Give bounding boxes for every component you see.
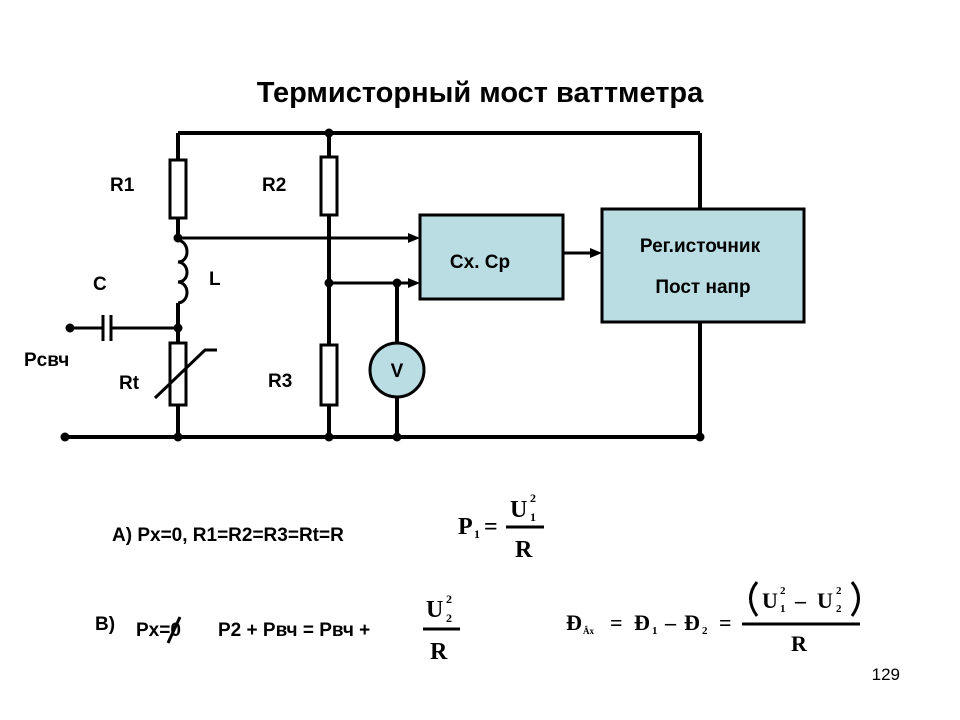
formula-c-eq1: = bbox=[610, 610, 623, 635]
formula-c-minus: – bbox=[664, 610, 677, 635]
junction-bottom-right bbox=[695, 432, 705, 442]
formula-b: В) Px=0 P2 + Pвч = Pвч + U 2 2 R bbox=[95, 592, 460, 665]
formula-a-num-sup: 2 bbox=[530, 491, 536, 505]
formula-c-t2-sub: 2 bbox=[702, 625, 708, 637]
formula-c-t1-sub: 1 bbox=[652, 625, 658, 637]
comparator-block bbox=[418, 213, 565, 301]
formula-b-num: U bbox=[426, 597, 443, 623]
arrow-lower bbox=[408, 278, 420, 288]
formula-a-eq: = bbox=[484, 514, 498, 540]
resistor-r1 bbox=[168, 158, 188, 220]
input-terminal-bottom bbox=[60, 432, 70, 442]
formula-a: А) Px=0, R1=R2=R3=Rt=R P 1 = U 2 1 R bbox=[112, 491, 544, 563]
formula-c-paren-right bbox=[850, 581, 860, 617]
formula-b-expr: P2 + Pвч = Pвч + bbox=[218, 620, 370, 641]
formula-c-t1: Ð bbox=[634, 610, 650, 635]
label-r1: R1 bbox=[110, 175, 135, 196]
regulator-label-line2: Пост напр bbox=[655, 277, 750, 298]
formula-a-num: U bbox=[510, 497, 527, 523]
regulator-block bbox=[600, 207, 806, 324]
input-terminal-top bbox=[65, 323, 75, 333]
junction-bottom-mid bbox=[324, 432, 334, 442]
resistor-r2 bbox=[319, 155, 339, 217]
junction-voltmeter-top bbox=[392, 278, 402, 288]
label-r2: R2 bbox=[262, 175, 286, 196]
comparator-label: Сх. Ср bbox=[450, 252, 510, 273]
formula-c-u2-sub: 2 bbox=[836, 603, 842, 615]
junction-mid bbox=[324, 278, 334, 288]
label-l: L bbox=[209, 269, 221, 290]
formula-b-label: В) bbox=[95, 614, 115, 635]
voltmeter-label: V bbox=[391, 361, 404, 382]
page-number: 129 bbox=[872, 665, 900, 684]
regulator-label-line1: Рег.источник bbox=[640, 236, 761, 257]
label-p-svch: Pсвч bbox=[24, 350, 69, 371]
formula-b-num-sup: 2 bbox=[446, 592, 452, 606]
formula-c-eq2: = bbox=[719, 610, 732, 635]
arrow-upper bbox=[408, 233, 420, 243]
circuit: V Сх. Ср Рег.источник Пост напр R1 R2 L … bbox=[24, 128, 806, 442]
inductor-l bbox=[177, 238, 189, 305]
formula-a-lhs-sub: 1 bbox=[474, 527, 480, 541]
formula-a-den: R bbox=[515, 537, 533, 563]
formula-a-lhs: P bbox=[458, 514, 473, 540]
junction-l-rt bbox=[173, 323, 183, 333]
formula-b-den: R bbox=[430, 639, 448, 665]
formula-c-u2: U bbox=[817, 588, 833, 613]
formula-a-num-sub: 1 bbox=[530, 510, 536, 524]
formula-c-paren-left bbox=[749, 581, 759, 617]
formula-c-u1-sub: 1 bbox=[780, 603, 786, 615]
formula-b-not-slash bbox=[166, 616, 182, 644]
formula-a-text: А) Px=0, R1=R2=R3=Rt=R bbox=[112, 525, 344, 546]
formula-b-cond: Px=0 bbox=[136, 620, 181, 641]
formula-c-u1: U bbox=[762, 588, 778, 613]
formula-c-u2-sup: 2 bbox=[836, 585, 842, 597]
resistor-r3 bbox=[319, 343, 339, 407]
arrow-control bbox=[590, 248, 602, 258]
voltmeter bbox=[368, 341, 426, 399]
formula-c-t2: Ð bbox=[684, 610, 700, 635]
formula-c-u1-sup: 2 bbox=[780, 585, 786, 597]
junction-bottom-voltmeter bbox=[392, 432, 402, 442]
formula-b-num-sub: 2 bbox=[446, 611, 452, 625]
slide-title: Термисторный мост ваттметра bbox=[257, 77, 704, 109]
label-rt: Rt bbox=[119, 373, 140, 394]
junction-r1-l bbox=[173, 233, 183, 243]
thermistor-arrow bbox=[153, 348, 217, 400]
label-r3: R3 bbox=[268, 371, 292, 392]
formula-c-minus2: – bbox=[794, 588, 807, 613]
formula-c-den: R bbox=[791, 631, 808, 656]
formula-c-lhs-sub: Âx bbox=[583, 626, 594, 636]
junction-bottom-left bbox=[173, 432, 183, 442]
label-c: C bbox=[93, 274, 107, 295]
junction-top-mid bbox=[324, 128, 334, 138]
formula-c-lhs: Ð bbox=[566, 610, 582, 635]
formula-c: Ð Âx = Ð 1 – Ð 2 = U 2 1 – U 2 2 R bbox=[566, 581, 860, 656]
